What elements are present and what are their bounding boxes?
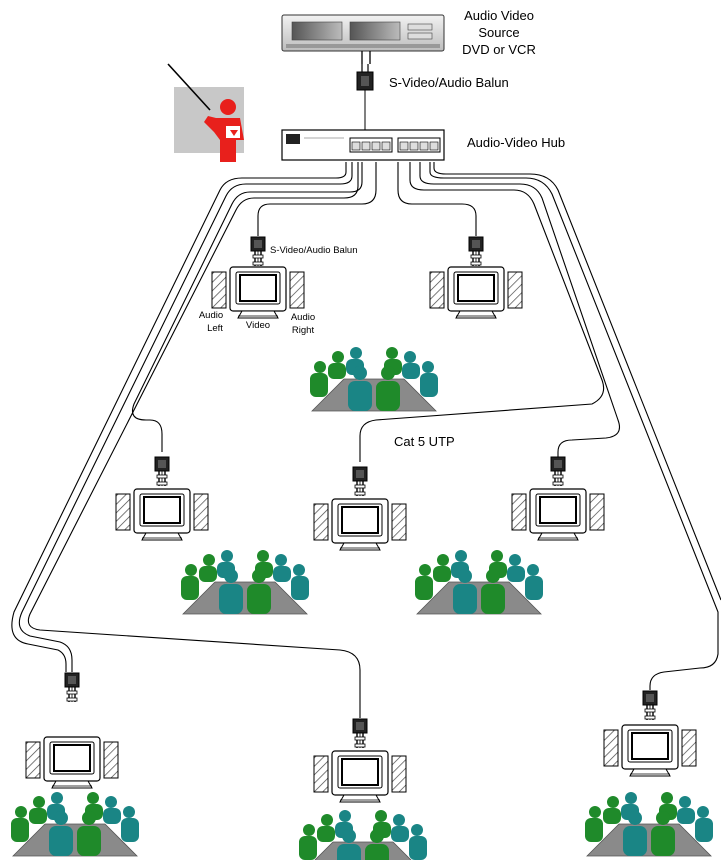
source-label-line1: Audio Video [464, 8, 534, 23]
source-label-line2: Source [478, 25, 519, 40]
monitor-room-8 [603, 724, 697, 777]
av-source-device [281, 14, 445, 64]
balun-room-7 [352, 718, 368, 749]
balun-room-2 [468, 236, 484, 267]
balun-room-5 [550, 456, 566, 487]
monitor-room-3 [115, 488, 209, 541]
audio-right-label-1: Audio [291, 312, 315, 323]
cat5-cables [11, 162, 721, 718]
balun-room-1 [250, 236, 266, 267]
audio-left-label-1: Audio [199, 310, 223, 321]
audience-group-4 [10, 791, 140, 857]
monitor-room-7 [313, 750, 407, 803]
cable-label: Cat 5 UTP [394, 434, 455, 449]
balun-room-3 [154, 456, 170, 487]
video-label: Video [246, 320, 270, 331]
audio-left-label-2: Left [207, 323, 223, 334]
monitor-room-1 [211, 266, 305, 319]
balun-room-8 [642, 690, 658, 721]
presenter-icon [167, 63, 244, 162]
source-label-line3: DVD or VCR [462, 42, 536, 57]
audience-group-5 [298, 809, 428, 865]
balun-room-4 [352, 466, 368, 497]
top-balun [356, 64, 374, 130]
audience-group-2 [180, 549, 310, 615]
audience-group-6 [584, 791, 714, 857]
monitor-room-4 [313, 498, 407, 551]
av-hub-device [281, 129, 445, 161]
monitor-room-5 [511, 488, 605, 541]
audience-group-3 [414, 549, 544, 615]
audience-group-1 [309, 346, 439, 412]
balun-small-label: S-Video/Audio Balun [270, 245, 358, 256]
balun-top-label: S-Video/Audio Balun [389, 75, 509, 90]
monitor-room-2 [429, 266, 523, 319]
balun-room-6 [64, 672, 80, 703]
hub-label: Audio-Video Hub [467, 135, 565, 150]
monitor-room-6 [25, 736, 119, 789]
audio-right-label-2: Right [292, 325, 315, 336]
